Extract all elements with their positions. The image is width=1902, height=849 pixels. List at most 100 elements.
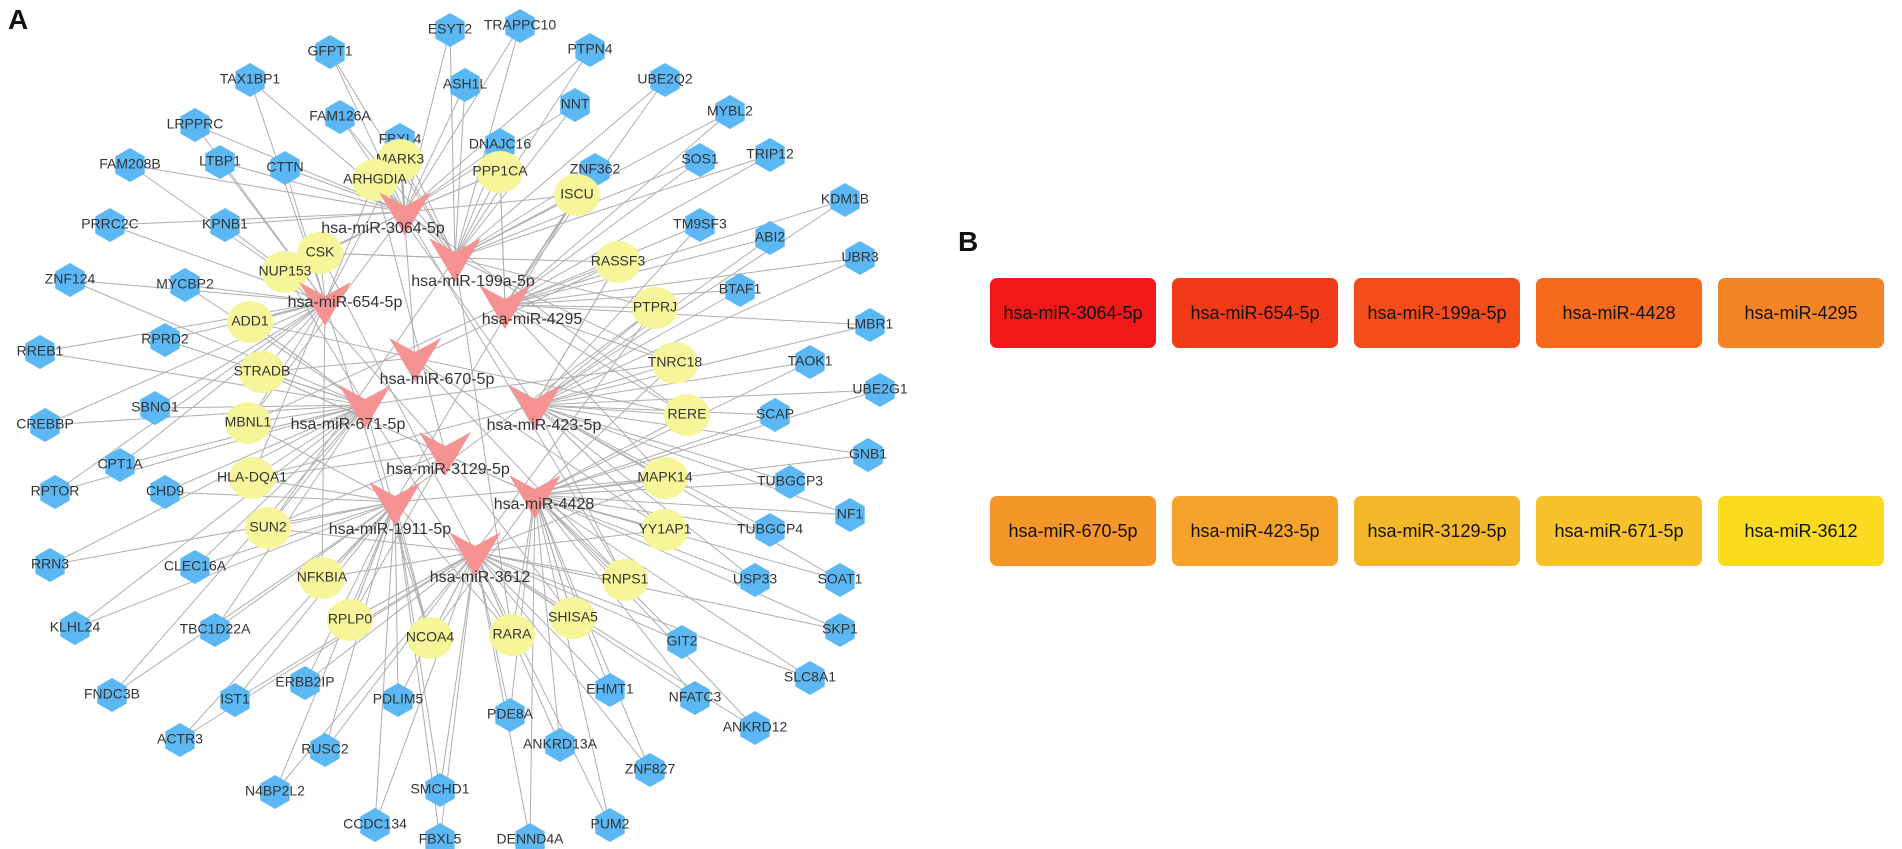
mirna-node-hsa-mir-4428 bbox=[509, 475, 561, 519]
ranking-box-hsa-mir-4295: hsa-miR-4295 bbox=[1718, 278, 1884, 348]
gene-node-lrpprc bbox=[180, 108, 210, 142]
gene-label-cttn: CTTN bbox=[266, 159, 303, 175]
gene-node-erbb2ip bbox=[290, 666, 320, 700]
gene-label-slc8a1: SLC8A1 bbox=[784, 669, 836, 685]
gene-node-gnb1 bbox=[853, 438, 883, 472]
network-edge bbox=[534, 494, 651, 771]
gene-node-ccdc134 bbox=[360, 808, 390, 842]
network-edge bbox=[267, 257, 456, 529]
network-edge bbox=[129, 164, 406, 213]
gene-label-git2: GIT2 bbox=[666, 633, 697, 649]
ranking-box-label: hsa-miR-423-5p bbox=[1190, 520, 1320, 541]
network-edge bbox=[454, 79, 666, 259]
hub-gene-node-rnps1 bbox=[602, 559, 648, 601]
gene-node-smchd1 bbox=[425, 773, 455, 807]
network-edge bbox=[44, 301, 326, 426]
network-edge bbox=[534, 199, 846, 406]
hub-gene-node-add1 bbox=[227, 301, 273, 343]
gene-node-znf827 bbox=[635, 753, 665, 787]
network-edge bbox=[374, 179, 446, 453]
network-edge bbox=[534, 404, 626, 581]
mirna-label-hsa-mir-423-5p: hsa-miR-423-5p bbox=[487, 417, 602, 434]
gene-label-ltbp1: LTBP1 bbox=[199, 153, 241, 169]
ranking-box-label: hsa-miR-654-5p bbox=[1190, 302, 1320, 323]
network-edge bbox=[534, 494, 611, 826]
gene-label-kpnb1: KPNB1 bbox=[202, 216, 248, 232]
gene-node-tm9sf3 bbox=[685, 208, 715, 242]
gene-label-gnb1: GNB1 bbox=[849, 446, 887, 462]
gene-label-ankrd13a: ANKRD13A bbox=[523, 736, 598, 752]
gene-label-clec16a: CLEC16A bbox=[164, 558, 227, 574]
gene-label-ehmt1: EHMT1 bbox=[586, 681, 634, 697]
mirna-node-hsa-mir-423-5p bbox=[509, 385, 561, 429]
ranking-box-label: hsa-miR-3129-5p bbox=[1367, 520, 1507, 541]
network-edge bbox=[394, 194, 578, 503]
network-edge bbox=[474, 551, 811, 679]
hub-gene-label-arhgdia: ARHGDIA bbox=[343, 171, 407, 187]
gene-node-taok1 bbox=[795, 345, 825, 379]
hub-gene-label-rassf3: RASSF3 bbox=[591, 253, 646, 269]
gene-node-znf124 bbox=[55, 263, 85, 297]
mirna-node-hsa-mir-1911-5p bbox=[369, 482, 421, 526]
network-edge bbox=[164, 404, 366, 493]
gene-label-rusc2: RUSC2 bbox=[301, 741, 349, 757]
hub-gene-node-nfkbia bbox=[299, 557, 345, 599]
network-edge bbox=[261, 371, 536, 496]
network-edge bbox=[194, 404, 366, 568]
network-edge bbox=[69, 279, 366, 406]
network-edge bbox=[247, 422, 396, 503]
network-edge bbox=[454, 257, 619, 263]
panel-a-label: A bbox=[8, 4, 29, 35]
gene-label-ube2g1: UBE2G1 bbox=[852, 381, 907, 397]
ranking-box-hsa-mir-4428: hsa-miR-4428 bbox=[1536, 278, 1702, 348]
network-edge bbox=[534, 494, 841, 631]
hub-gene-label-shisa5: SHISA5 bbox=[548, 609, 598, 625]
gene-label-sbno1: SBNO1 bbox=[131, 399, 179, 415]
hub-gene-node-rere bbox=[664, 394, 710, 436]
hub-gene-label-iscu: ISCU bbox=[560, 186, 593, 202]
network-edge bbox=[504, 304, 688, 416]
gene-label-rprd2: RPRD2 bbox=[141, 331, 189, 347]
gene-node-pum2 bbox=[595, 808, 625, 842]
network-edge bbox=[509, 494, 536, 716]
network-edge bbox=[454, 154, 771, 259]
network-edge bbox=[234, 501, 396, 701]
hub-gene-node-arhgdia bbox=[352, 159, 398, 201]
network-edge bbox=[247, 301, 326, 424]
gene-node-trappc10 bbox=[505, 9, 535, 43]
gene-label-dnajc16: DNAJC16 bbox=[469, 136, 531, 152]
hub-gene-label-rplp0: RPLP0 bbox=[328, 611, 373, 627]
hub-gene-node-nup153 bbox=[262, 251, 308, 293]
gene-node-lmbr1 bbox=[855, 308, 885, 342]
gene-node-ankrd12 bbox=[740, 711, 770, 745]
gene-label-crebbp: CREBBP bbox=[16, 416, 74, 432]
gene-label-kdm1b: KDM1B bbox=[821, 191, 869, 207]
gene-node-ehmt1 bbox=[595, 673, 625, 707]
network-edge bbox=[224, 211, 406, 226]
network-edge bbox=[534, 404, 756, 581]
network-edge bbox=[474, 477, 666, 553]
gene-label-znf124: ZNF124 bbox=[45, 271, 96, 287]
network-edge bbox=[74, 501, 396, 629]
hub-gene-label-stradb: STRADB bbox=[234, 363, 291, 379]
gene-label-chd9: CHD9 bbox=[146, 483, 184, 499]
network-edge bbox=[404, 194, 578, 213]
network-edge bbox=[474, 551, 611, 691]
network-edge bbox=[534, 389, 881, 406]
ranking-box-hsa-mir-423-5p: hsa-miR-423-5p bbox=[1172, 496, 1338, 566]
gene-node-rprd2 bbox=[150, 323, 180, 357]
gene-node-mycbp2 bbox=[170, 268, 200, 302]
gene-node-rusc2 bbox=[310, 733, 340, 767]
gene-label-fam208b: FAM208B bbox=[99, 156, 160, 172]
hub-gene-node-csk bbox=[297, 232, 343, 274]
hub-gene-label-yy1ap1: YY1AP1 bbox=[639, 521, 692, 537]
ranking-box-label: hsa-miR-3612 bbox=[1744, 520, 1858, 541]
mirna-label-hsa-mir-3612: hsa-miR-3612 bbox=[430, 569, 531, 586]
gene-label-erbb2ip: ERBB2IP bbox=[275, 674, 334, 690]
network-edge bbox=[504, 159, 701, 306]
gene-node-tubgcp3 bbox=[775, 465, 805, 499]
gene-node-crebbp bbox=[30, 408, 60, 442]
hub-gene-node-hla-dqa1 bbox=[229, 457, 275, 499]
hub-gene-node-tnrc18 bbox=[652, 342, 698, 384]
gene-node-pdlim5 bbox=[383, 683, 413, 717]
